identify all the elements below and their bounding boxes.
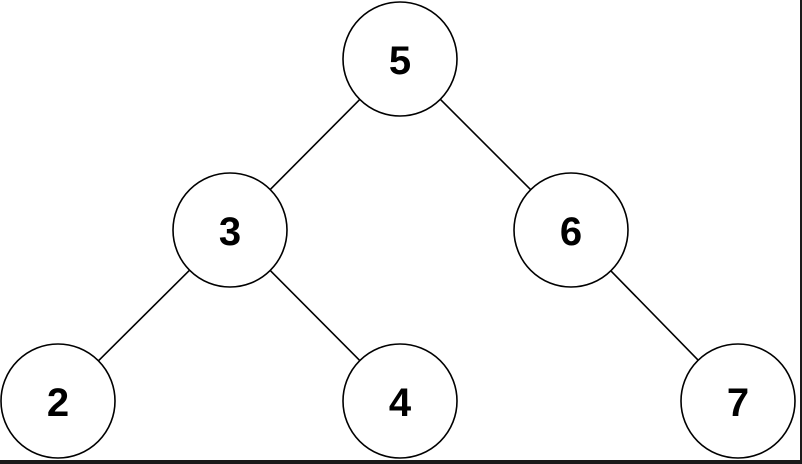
frame-border-right [800,0,802,464]
node-label: 7 [727,381,749,425]
frame-border-bottom [0,460,802,464]
edge-6-7 [610,270,699,361]
tree-edges [97,98,699,362]
node-circle [680,343,796,459]
node-circle [342,1,458,117]
tree-node-3: 3 [172,172,288,288]
node-circle [513,172,629,288]
edge-5-6 [439,98,532,191]
edge-3-2 [97,269,191,362]
node-label: 2 [47,381,69,425]
tree-node-7: 7 [680,343,796,459]
node-label: 3 [219,210,241,254]
node-label: 6 [560,210,582,254]
tree-node-6: 6 [513,172,629,288]
node-label: 5 [389,39,411,83]
tree-node-2: 2 [0,343,116,459]
node-circle [342,343,458,459]
edge-5-3 [269,98,361,191]
tree-node-4: 4 [342,343,458,459]
tree-nodes: 5 3 6 2 4 7 [0,1,796,459]
node-label: 4 [389,381,412,425]
tree-node-5: 5 [342,1,458,117]
edge-3-4 [269,269,361,362]
node-circle [172,172,288,288]
node-circle [0,343,116,459]
